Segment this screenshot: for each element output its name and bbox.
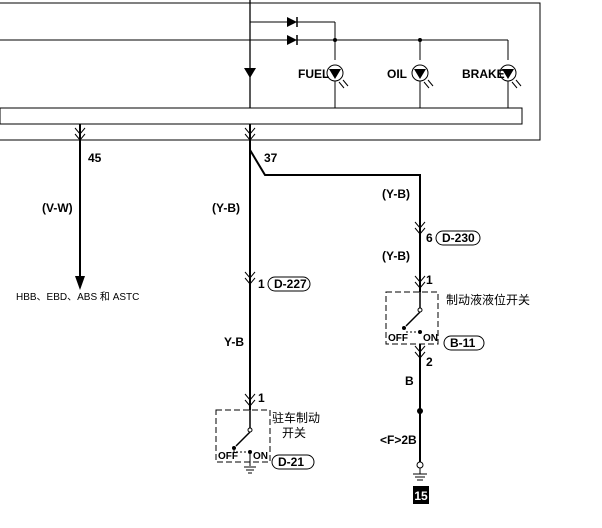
parking-switch-ground-icon: [244, 466, 256, 474]
fuel-lamp-icon: [326, 64, 349, 108]
fluid-level-switch-icon: [402, 292, 423, 334]
d230-connector-badge: [435, 230, 481, 246]
parking-brake-switch-box: [215, 409, 271, 463]
ground-point-label: <F>2B: [380, 433, 417, 447]
fluid-level-switch-label: 制动液液位开关: [446, 292, 530, 307]
fluid-level-switch-box: [385, 291, 439, 345]
pin-45-label: 45: [88, 151, 102, 165]
pin-37-label: 37: [264, 151, 278, 165]
b11-pin-top-label: 1: [426, 273, 433, 287]
oil-lamp-icon: [411, 64, 434, 108]
diode-bottom-icon: [287, 35, 297, 45]
destination-label: HBB、EBD、ABS 和 ASTC: [16, 291, 139, 303]
internal-diode-down: [244, 68, 256, 78]
wire-37-right: [249, 149, 421, 292]
d230-connector-id: D-230: [442, 231, 475, 245]
connector-chevron-d230: [414, 221, 426, 235]
connector-chevron-d21: [244, 393, 256, 407]
fluid-switch-off-label: OFF: [388, 333, 408, 344]
d21-connector-badge: [271, 454, 315, 470]
connector-chevron-d227: [244, 271, 256, 285]
parking-brake-switch-label-line2: 开关: [282, 426, 306, 440]
wire-yb-color-left: (Y-B): [212, 201, 240, 215]
fluid-switch-on-label: ON: [423, 333, 438, 344]
b11-connector-badge: [443, 335, 485, 351]
d230-pin-label: 6: [426, 231, 433, 245]
d227-pin-label: 1: [258, 277, 265, 291]
b11-connector-id: B-11: [450, 336, 476, 350]
wire-yb-color-upper-right: (Y-B): [382, 187, 410, 201]
ground-icon: [413, 461, 427, 481]
d227-connector-badge: [267, 276, 311, 292]
parking-brake-switch-icon: [232, 410, 253, 466]
wire-45-arrow-icon: [75, 276, 85, 290]
d227-connector-id: D-227: [274, 277, 307, 291]
meter-connector-bar: [0, 107, 523, 125]
d21-pin-label: 1: [258, 391, 265, 405]
wire-yb-plain-color: Y-B: [224, 335, 244, 349]
brake-lamp-label: BRAKE: [462, 67, 505, 81]
diode-top-icon: [287, 17, 297, 27]
fuel-lamp-label: FUEL: [298, 67, 329, 81]
parking-switch-on-label: ON: [253, 451, 268, 462]
wire-b-color: B: [405, 374, 414, 388]
d21-connector-id: D-21: [278, 455, 304, 469]
brake-lamp-icon: [499, 64, 522, 108]
connector-chevron-37: [244, 127, 256, 141]
parking-switch-off-label: OFF: [218, 451, 238, 462]
connector-chevron-b11-bottom: [414, 345, 426, 359]
meter-housing-outline: [0, 2, 541, 141]
parking-brake-switch-label-line1: 驻车制动: [272, 410, 320, 425]
splice-point: [417, 408, 423, 414]
b11-pin-bottom-label: 2: [426, 355, 433, 369]
connector-chevron-45: [74, 127, 86, 141]
oil-lamp-label: OIL: [387, 67, 407, 81]
wire-vw-color: (V-W): [42, 201, 73, 215]
ground-number-badge: [413, 486, 429, 504]
ground-number: 15: [414, 489, 428, 503]
wire-yb-color-lower-right: (Y-B): [382, 249, 410, 263]
connector-chevron-b11-top: [414, 275, 426, 289]
